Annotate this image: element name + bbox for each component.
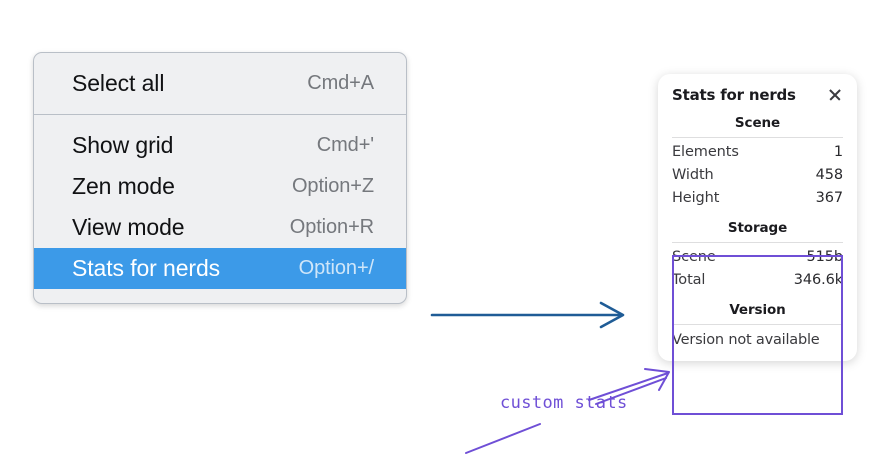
menu-item-stats-for-nerds[interactable]: Stats for nerds Option+/ [34,248,406,289]
section-divider [672,137,843,138]
section-title: Version [729,302,786,318]
stat-label: Elements [672,143,739,160]
menu-item-select-all[interactable]: Select all Cmd+A [34,63,406,104]
stat-label: Width [672,166,714,183]
stat-label: Height [672,189,720,206]
stats-section-storage: Storage Scene 515b Total 346.6k [658,209,857,291]
section-title: Storage [727,220,788,236]
stat-value: 458 [815,166,843,183]
menu-item-label: Select all [72,70,165,96]
menu-item-show-grid[interactable]: Show grid Cmd+' [34,125,406,166]
menu-item-view-mode[interactable]: View mode Option+R [34,207,406,248]
stats-panel-header: Stats for nerds [658,84,857,104]
menu-group-1: Select all Cmd+A [34,63,406,114]
version-not-available-text: Version not available [672,332,820,348]
menu-item-label: Show grid [72,132,174,158]
annotation-custom-stats-label: custom stats [500,393,628,413]
section-divider [672,242,843,243]
stat-row: Width 458 [672,163,843,186]
stat-row: Height 367 [672,186,843,209]
stats-section-scene: Scene Elements 1 Width 458 Height 367 [658,104,857,209]
section-divider [672,324,843,325]
menu-item-label: Zen mode [72,173,175,199]
menu-item-shortcut: Option+Z [291,175,374,197]
blue-arrow-icon [430,301,625,329]
stat-row: Elements 1 [672,140,843,163]
stat-value: 346.6k [793,271,843,288]
menu-group-2: Show grid Cmd+' Zen mode Option+Z View m… [34,114,406,289]
stats-for-nerds-panel: Stats for nerds Scene Elements 1 Width 4… [658,74,857,361]
stat-value: 515b [806,248,844,265]
stat-row: Total 346.6k [672,268,843,291]
context-menu: Select all Cmd+A Show grid Cmd+' Zen mod… [33,52,407,304]
menu-item-label: View mode [72,214,185,240]
stats-section-version: Version Version not available [658,291,857,349]
section-title: Scene [734,115,781,131]
stats-panel-title: Stats for nerds [672,86,796,104]
close-icon[interactable] [827,87,843,103]
stat-label: Total [672,271,706,288]
menu-item-label: Stats for nerds [72,255,221,281]
purple-underline-stroke [465,423,541,454]
menu-item-shortcut: Option+R [289,216,374,238]
stat-label: Scene [672,248,716,265]
menu-item-shortcut: Option+/ [298,257,374,279]
purple-arrow-icon [588,368,670,405]
stat-row: Scene 515b [672,245,843,268]
menu-item-zen-mode[interactable]: Zen mode Option+Z [34,166,406,207]
menu-item-shortcut: Cmd+' [316,134,374,156]
menu-item-shortcut: Cmd+A [307,72,374,94]
stat-value: 1 [833,143,843,160]
stat-value: 367 [815,189,843,206]
